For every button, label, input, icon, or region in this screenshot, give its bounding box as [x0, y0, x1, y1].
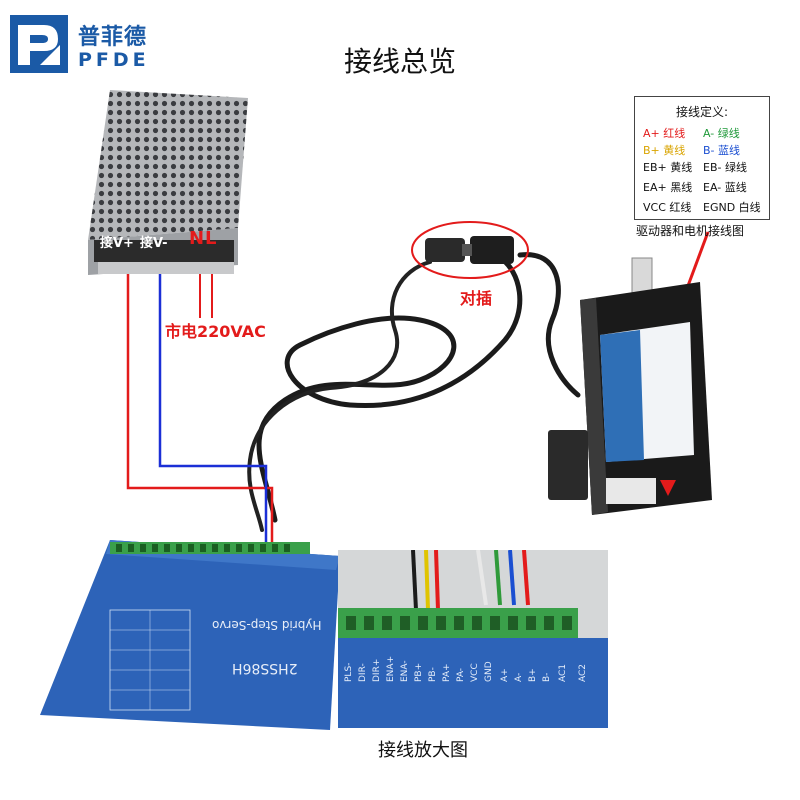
terminal-ac1: AC1	[558, 663, 568, 682]
terminal-pls-minus: PLS-	[344, 662, 354, 682]
legend-b-minus: B- 蓝线	[703, 144, 741, 157]
legend-vcc: VCC 红线	[643, 201, 692, 214]
legend-caption: 驱动器和电机接线图	[636, 224, 745, 238]
legend-eb-plus: EB+ 黄线	[643, 161, 693, 174]
psu-v-plus-label: 接V+	[100, 236, 134, 251]
terminal-a-minus: A-	[514, 672, 524, 682]
legend-ea-minus: EA- 蓝线	[703, 181, 747, 194]
logo-name-en: PFDE	[78, 49, 150, 71]
terminal-gnd: GND	[484, 661, 494, 682]
terminal-a-plus: A+	[500, 668, 510, 682]
terminal-pb-plus: PB+	[414, 662, 424, 682]
legend-a-plus: A+ 红线	[643, 127, 686, 140]
psu-n-label: N	[189, 228, 205, 249]
psu-l-label: L	[205, 228, 217, 249]
plug-label: 对插	[460, 289, 493, 308]
terminal-dir-plus: DIR+	[372, 658, 382, 682]
legend-egnd: EGND 白线	[703, 201, 761, 214]
logo-name-cn: 普菲德	[78, 25, 148, 50]
v-minus-blue-wire	[158, 250, 268, 545]
legend-ea-plus: EA+ 黑线	[643, 181, 693, 194]
servo-driver-body	[40, 540, 340, 730]
terminal-ena-minus: ENA-	[400, 660, 410, 682]
terminal-dir-minus: DIR-	[358, 663, 368, 682]
servo-driver: Hybrid Step-Servo 2HSS86H	[40, 540, 340, 730]
legend-b-plus: B+ 黄线	[643, 144, 686, 157]
psu-v-minus-label: 接V-	[140, 236, 168, 251]
terminal-pb-minus: PB-	[428, 667, 438, 682]
driver-model: 2HSS86H	[232, 660, 298, 676]
motor-cable	[256, 255, 523, 523]
terminal-vcc: VCC	[470, 663, 480, 682]
terminal-ena-plus: ENA+	[386, 655, 396, 682]
encoder-cable	[247, 260, 432, 532]
logo-mark-icon	[10, 15, 68, 73]
servo-motor	[548, 257, 712, 515]
driver-subtitle: Hybrid Step-Servo	[212, 618, 322, 632]
terminal-pa-minus: PA-	[456, 667, 466, 682]
legend-a-minus: A- 绿线	[703, 127, 740, 140]
brand-logo: 普菲德 PFDE	[10, 15, 160, 75]
power-supply: 接V+ 接V- N L	[88, 90, 248, 280]
v-plus-red-wire	[126, 250, 274, 545]
terminal-b-plus: B+	[528, 668, 538, 682]
terminal-ac2: AC2	[578, 663, 588, 682]
motor-cable	[517, 252, 581, 398]
mains-voltage-label: 市电220VAC	[165, 322, 266, 341]
wire-definition-legend: 接线定义: A+ 红线 A- 绿线 B+ 黄线 B- 蓝线 EB+ 黄线 EB-…	[634, 96, 770, 220]
page-title: 接线总览	[343, 45, 456, 78]
legend-eb-minus: EB- 绿线	[703, 161, 747, 174]
zoom-caption: 接线放大图	[378, 740, 468, 761]
terminal-pa-plus: PA+	[442, 663, 452, 682]
cable-plug-connector	[411, 221, 529, 279]
terminal-zoom-photo: PLS- DIR- DIR+ ENA+ ENA- PB+ PB- PA+ PA-…	[338, 550, 608, 728]
power-supply-body	[88, 90, 248, 275]
terminal-zoom-image	[338, 550, 608, 728]
terminal-b-minus: B-	[542, 672, 552, 682]
legend-title: 接线定义:	[675, 105, 729, 119]
